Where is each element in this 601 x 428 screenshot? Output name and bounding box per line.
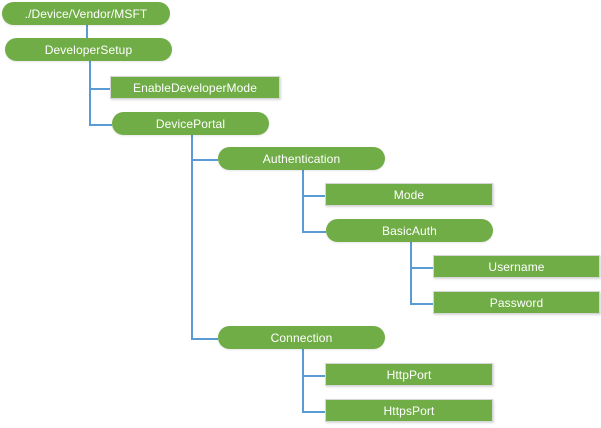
tree-node-label: ./Device/Vendor/MSFT: [24, 6, 148, 21]
connector-branch-devsetup-to-enabledevmode: [89, 88, 110, 90]
tree-node-label: HttpPort: [386, 367, 432, 382]
tree-node-label: DevicePortal: [155, 116, 226, 131]
tree-node-devsetup[interactable]: DeveloperSetup: [5, 38, 172, 61]
tree-node-label: HttpsPort: [383, 403, 435, 418]
tree-node-username[interactable]: Username: [433, 255, 600, 278]
connector-trunk-devsetup: [89, 61, 91, 125]
tree-node-authentication[interactable]: Authentication: [218, 147, 385, 170]
connector-branch-basicauth-to-username: [410, 267, 433, 269]
tree-node-label: Mode: [393, 187, 425, 202]
tree-node-label: Authentication: [262, 151, 341, 166]
connector-trunk-connection: [302, 349, 304, 412]
tree-node-deviceportal[interactable]: DevicePortal: [112, 112, 269, 135]
tree-node-label: BasicAuth: [382, 223, 437, 238]
tree-node-enabledevmode[interactable]: EnableDeveloperMode: [110, 76, 280, 99]
connector-branch-connection-to-httpport: [302, 375, 325, 377]
tree-node-label: Username: [488, 259, 545, 274]
connector-branch-authentication-to-mode: [302, 195, 325, 197]
tree-node-mode[interactable]: Mode: [325, 183, 493, 206]
tree-node-password[interactable]: Password: [433, 291, 600, 314]
tree-node-httpport[interactable]: HttpPort: [325, 363, 493, 386]
tree-node-label: Connection: [270, 330, 333, 345]
connector-branch-basicauth-to-password: [410, 303, 433, 305]
tree-node-label: DeveloperSetup: [44, 42, 133, 57]
tree-node-label: Password: [489, 295, 544, 310]
connector-branch-connection-to-httpsport: [302, 411, 325, 413]
tree-node-root[interactable]: ./Device/Vendor/MSFT: [2, 2, 170, 25]
connector-branch-deviceportal-to-authentication: [191, 159, 218, 161]
connector-branch-authentication-to-basicauth: [302, 231, 326, 233]
tree-node-basicauth[interactable]: BasicAuth: [326, 219, 493, 242]
connector-branch-deviceportal-to-connection: [191, 338, 218, 340]
tree-node-httpsport[interactable]: HttpsPort: [325, 399, 493, 422]
connector-trunk-deviceportal: [191, 135, 193, 339]
tree-node-label: EnableDeveloperMode: [133, 80, 257, 95]
connector-trunk-authentication: [302, 170, 304, 232]
connector-branch-devsetup-to-deviceportal: [89, 124, 112, 126]
connector-trunk-basicauth: [410, 242, 412, 304]
tree-node-connection[interactable]: Connection: [218, 326, 385, 349]
